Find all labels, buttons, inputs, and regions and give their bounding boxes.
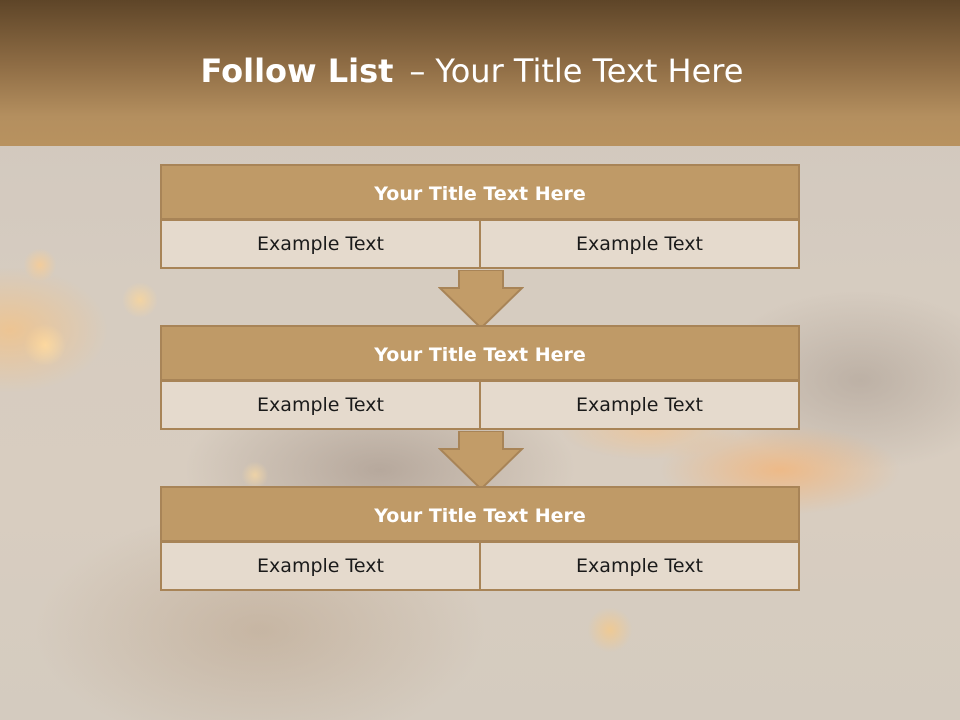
step-block-3[interactable]: Your Title Text Here Example Text Exampl… [160, 486, 800, 591]
step-row: Example Text Example Text [160, 380, 800, 430]
step-block-1[interactable]: Your Title Text Here Example Text Exampl… [160, 164, 800, 269]
down-arrow-icon [438, 431, 524, 491]
step-cell-left[interactable]: Example Text [160, 380, 481, 430]
step-cell-right[interactable]: Example Text [479, 380, 800, 430]
title-dash: – [409, 52, 426, 90]
step-cell-right[interactable]: Example Text [479, 219, 800, 269]
step-title[interactable]: Your Title Text Here [160, 325, 800, 381]
step-cell-right[interactable]: Example Text [479, 541, 800, 591]
slide-title: Follow List–Your Title Text Here [0, 52, 944, 90]
step-block-2[interactable]: Your Title Text Here Example Text Exampl… [160, 325, 800, 430]
step-cell-left[interactable]: Example Text [160, 219, 481, 269]
down-arrow-icon [438, 270, 524, 330]
title-rest: Your Title Text Here [435, 52, 744, 90]
step-row: Example Text Example Text [160, 541, 800, 591]
step-row: Example Text Example Text [160, 219, 800, 269]
step-title[interactable]: Your Title Text Here [160, 486, 800, 542]
header-bar [0, 0, 960, 146]
step-title[interactable]: Your Title Text Here [160, 164, 800, 220]
title-bold: Follow List [200, 52, 394, 90]
step-cell-left[interactable]: Example Text [160, 541, 481, 591]
